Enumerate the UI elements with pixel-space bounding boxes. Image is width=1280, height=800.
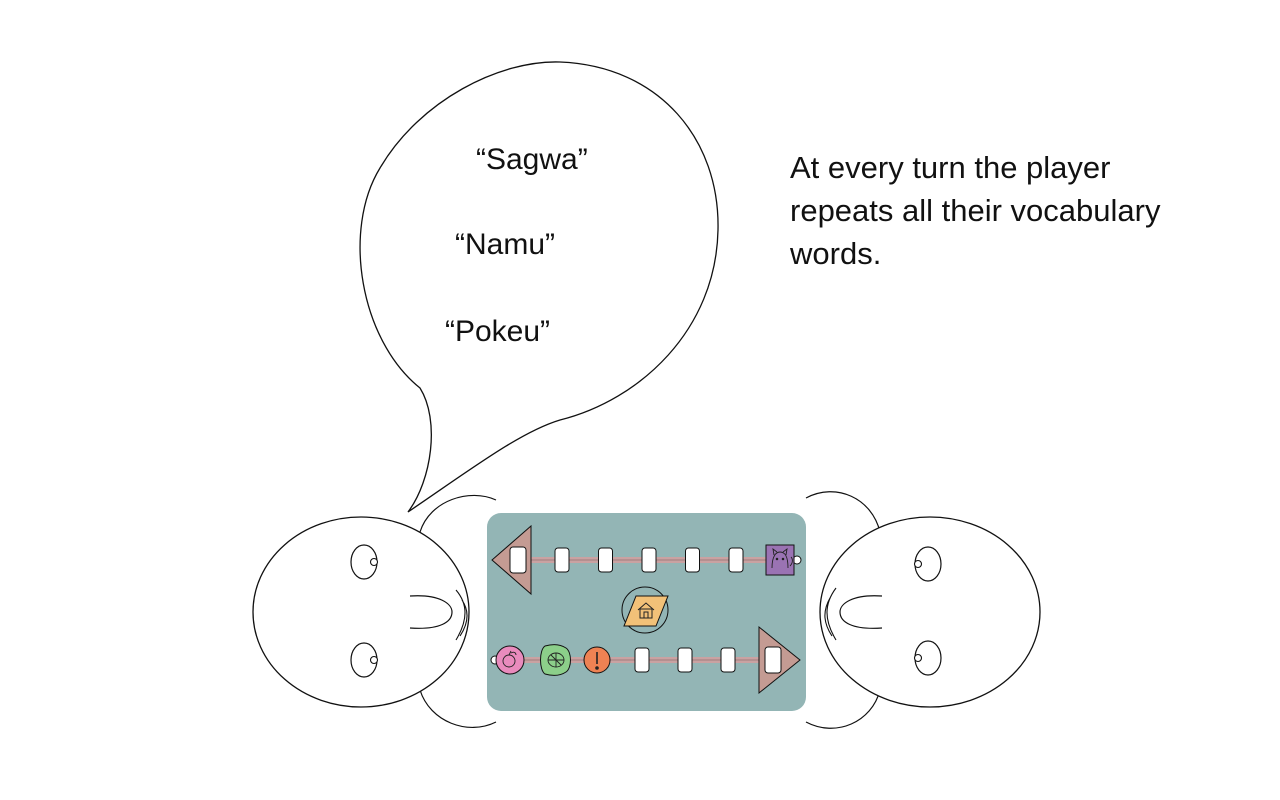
caption-line: At every turn the player <box>790 150 1111 185</box>
house-icon <box>637 602 655 619</box>
left-player-shoulder-upper <box>419 494 497 533</box>
game-board <box>487 513 806 711</box>
track-space <box>634 647 650 673</box>
leaf-token <box>540 644 571 676</box>
speech-word-sagwa: “Sagwa” <box>476 143 588 176</box>
center-token-ring <box>621 586 669 634</box>
track-space <box>764 646 782 674</box>
left-player-mouth <box>455 589 468 641</box>
caption-line: repeats all their vocabulary <box>790 193 1161 228</box>
apple-icon <box>502 650 517 668</box>
left-player <box>252 494 497 729</box>
cat-card <box>765 544 795 576</box>
caption: At every turn the player repeats all the… <box>790 146 1250 275</box>
track-space <box>685 547 700 573</box>
speech-word-namu: “Namu” <box>455 228 555 261</box>
right-player-shoulder-lower <box>805 689 881 729</box>
right-player-mouth <box>824 587 837 641</box>
speech-bubble <box>359 61 719 513</box>
right-player <box>805 491 1041 729</box>
exclamation-token <box>583 646 611 674</box>
right-player-shoulder-upper <box>805 491 881 533</box>
leaf-icon <box>547 652 565 668</box>
house-card <box>623 595 669 627</box>
left-player-nose <box>409 595 453 629</box>
apple-token <box>495 645 525 675</box>
track-space <box>720 647 736 673</box>
left-player-head <box>252 516 470 708</box>
caption-line: words. <box>790 236 882 271</box>
bottom-track <box>490 625 801 695</box>
track-space <box>598 547 613 573</box>
left-player-eye-lower <box>350 642 379 678</box>
speech-word-pokeu: “Pokeu” <box>445 315 550 348</box>
track-space <box>509 546 527 574</box>
left-player-eye-upper <box>350 544 379 580</box>
right-player-nose <box>839 595 883 629</box>
top-track <box>491 524 802 596</box>
track-space <box>641 547 657 573</box>
right-player-eye-upper <box>913 546 942 582</box>
cat-icon <box>771 547 793 569</box>
track-space <box>728 547 744 573</box>
right-player-head <box>819 516 1041 708</box>
track-space <box>677 647 693 673</box>
left-player-shoulder-lower <box>419 689 497 729</box>
track-space <box>554 547 570 573</box>
exclamation-icon <box>595 652 599 670</box>
right-player-eye-lower <box>913 640 942 676</box>
center-token <box>621 586 669 634</box>
